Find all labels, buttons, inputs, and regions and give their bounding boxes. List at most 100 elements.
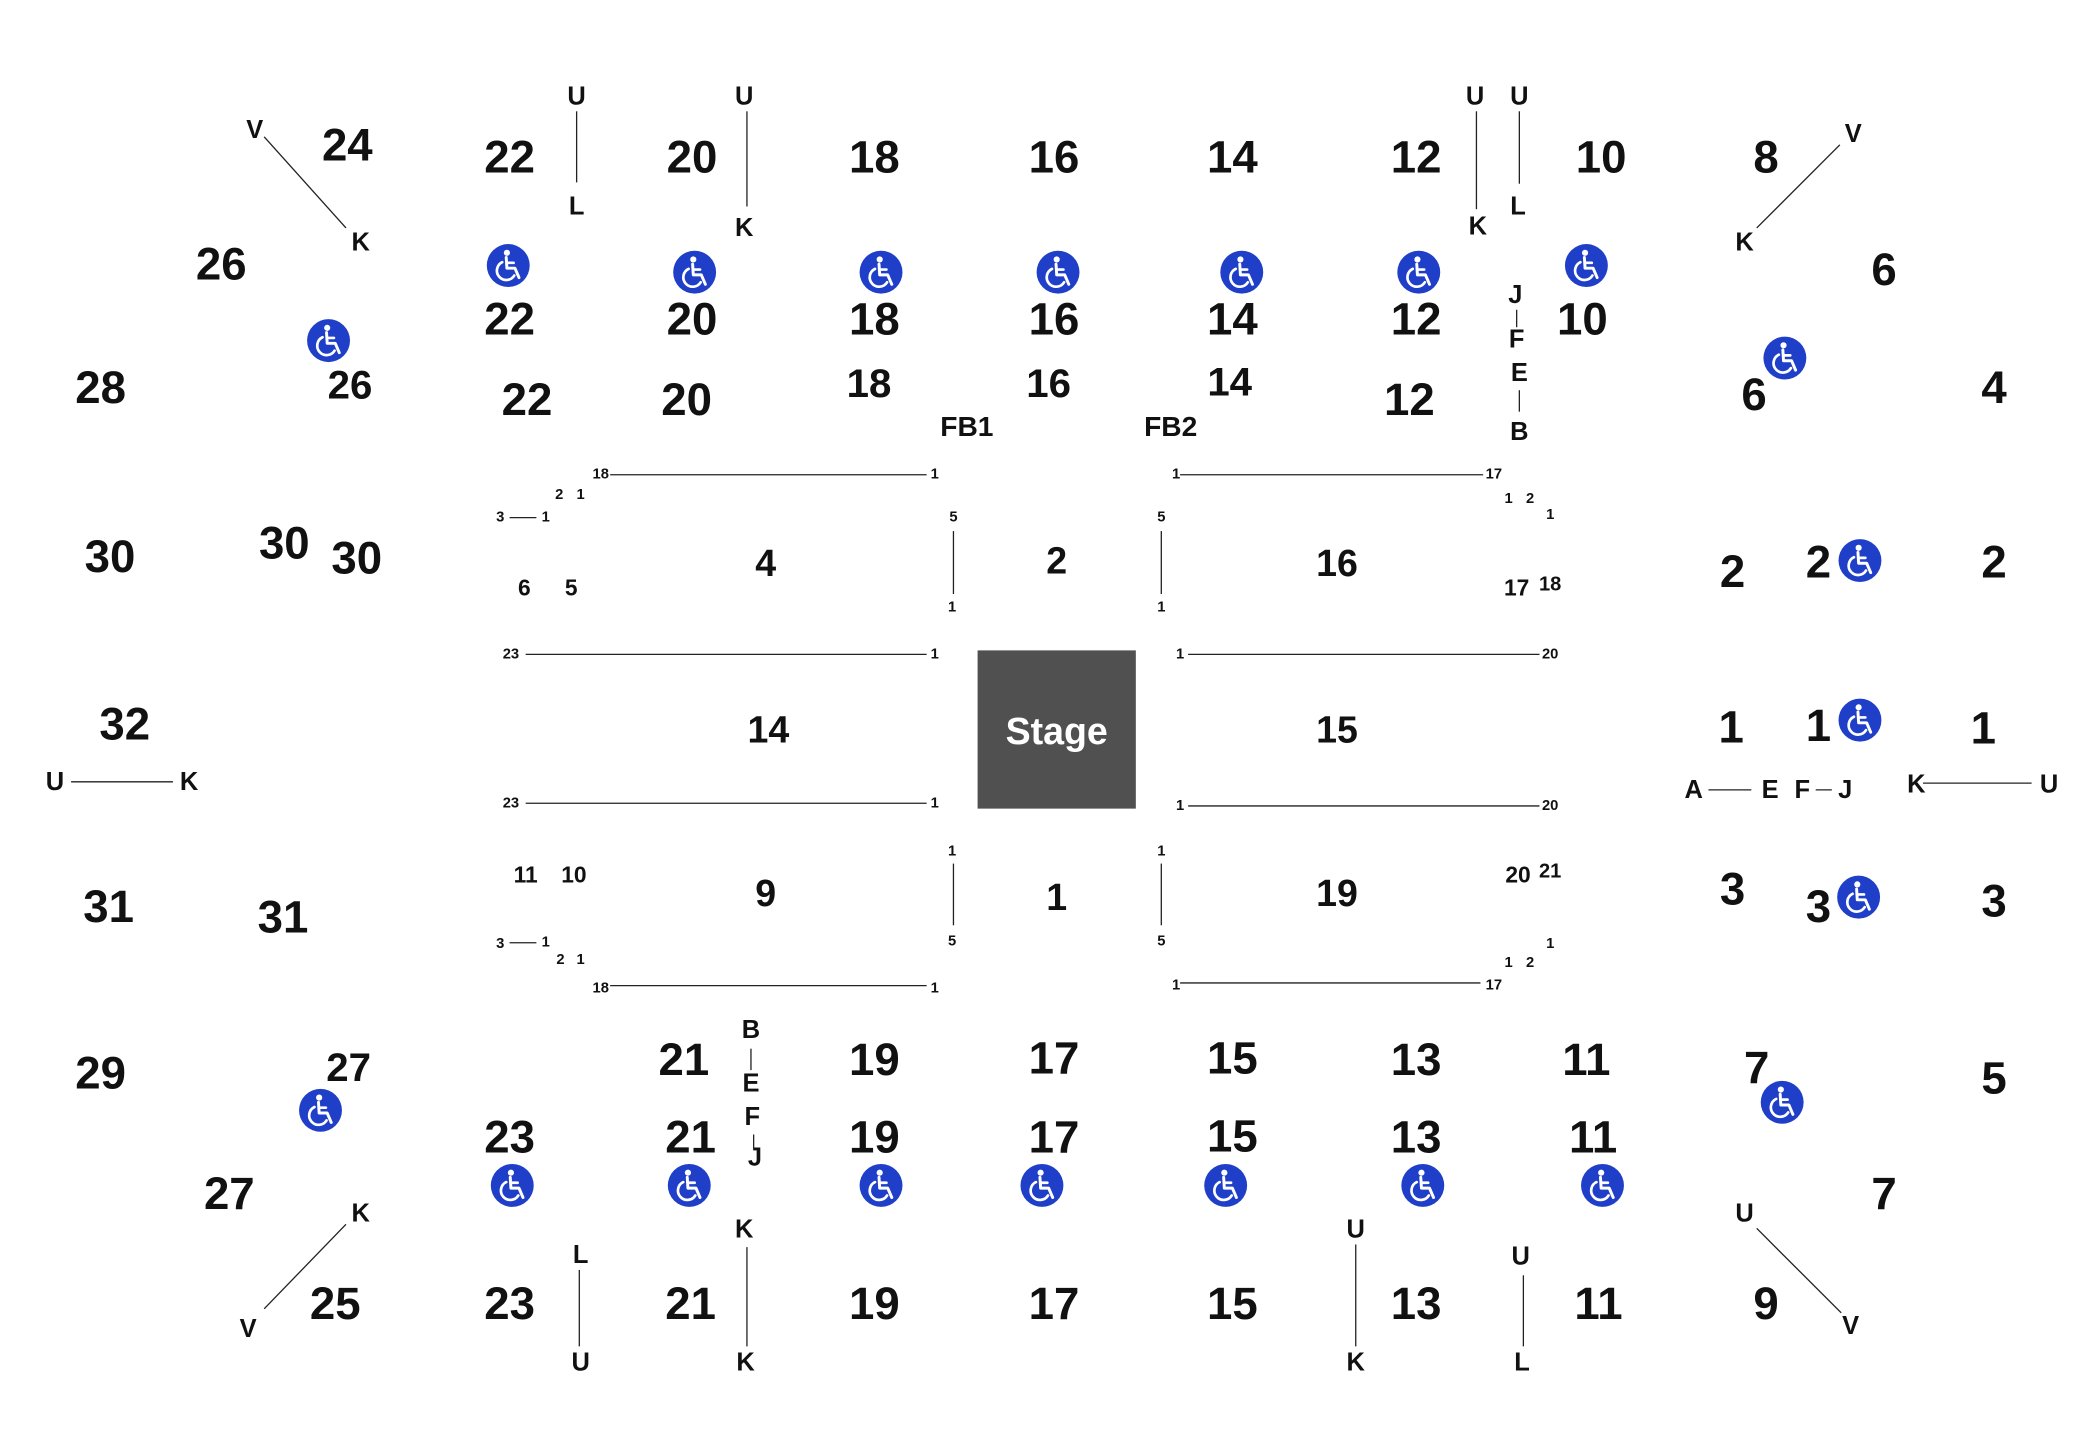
section-35[interactable]: 2 (1981, 536, 2006, 587)
section-31[interactable]: 30 (259, 518, 310, 569)
section-29[interactable]: FB2 (1144, 411, 1197, 442)
section-59[interactable]: 15 (1207, 1110, 1258, 1161)
section-46[interactable]: 27 (326, 1045, 371, 1090)
section-55[interactable]: 23 (484, 1112, 535, 1163)
section-floor-6[interactable]: 1 (1046, 876, 1067, 918)
wheelchair-icon[interactable] (1763, 336, 1807, 380)
section-61[interactable]: 11 (1569, 1112, 1617, 1163)
wheelchair-icon[interactable] (1401, 1163, 1445, 1207)
section-51[interactable]: 13 (1391, 1034, 1442, 1085)
section-37[interactable]: 1 (1719, 701, 1744, 752)
stage[interactable]: Stage (977, 650, 1136, 809)
section-62[interactable]: 27 (204, 1168, 255, 1219)
section-3[interactable]: 18 (849, 131, 900, 182)
section-56[interactable]: 21 (665, 1112, 716, 1163)
section-32[interactable]: 30 (331, 532, 382, 583)
section-4[interactable]: 16 (1029, 131, 1080, 182)
section-28[interactable]: FB1 (940, 411, 993, 442)
section-38[interactable]: 1 (1806, 700, 1831, 751)
wheelchair-icon[interactable] (1020, 1163, 1064, 1207)
section-10[interactable]: 6 (1871, 244, 1896, 295)
wheelchair-icon[interactable] (1397, 250, 1441, 294)
section-53[interactable]: 7 (1744, 1042, 1769, 1093)
section-45[interactable]: 29 (75, 1047, 126, 1098)
section-64[interactable]: 25 (310, 1278, 361, 1329)
section-12[interactable]: 20 (667, 294, 718, 345)
section-68[interactable]: 17 (1029, 1278, 1080, 1329)
wheelchair-icon[interactable] (859, 1163, 903, 1207)
section-44[interactable]: 3 (1981, 876, 2006, 927)
section-16[interactable]: 12 (1391, 294, 1442, 345)
section-58[interactable]: 17 (1029, 1112, 1080, 1163)
wheelchair-icon[interactable] (307, 319, 350, 363)
section-floor-4[interactable]: 15 (1316, 709, 1358, 751)
section-54[interactable]: 5 (1981, 1053, 2006, 1104)
section-47[interactable]: 21 (659, 1034, 710, 1085)
section-6[interactable]: 12 (1391, 131, 1442, 182)
section-67[interactable]: 19 (849, 1278, 900, 1329)
wheelchair-icon[interactable] (299, 1088, 342, 1132)
section-60[interactable]: 13 (1391, 1112, 1442, 1163)
wheelchair-icon[interactable] (1838, 698, 1882, 742)
section-25[interactable]: 12 (1384, 374, 1435, 425)
section-30[interactable]: 30 (85, 531, 136, 582)
section-9[interactable]: 26 (196, 239, 247, 290)
section-5[interactable]: 14 (1207, 131, 1258, 182)
section-18[interactable]: 28 (75, 362, 126, 413)
wheelchair-icon[interactable] (859, 250, 903, 294)
section-22[interactable]: 18 (847, 361, 892, 406)
section-33[interactable]: 2 (1720, 546, 1745, 597)
wheelchair-icon[interactable] (1036, 250, 1080, 294)
section-14[interactable]: 16 (1029, 294, 1080, 345)
section-floor-1[interactable]: 2 (1046, 540, 1067, 582)
section-27[interactable]: 4 (1981, 362, 2007, 413)
section-floor-3[interactable]: 14 (748, 709, 790, 751)
section-floor-5[interactable]: 9 (755, 872, 776, 914)
section-42[interactable]: 3 (1720, 864, 1745, 915)
wheelchair-icon[interactable] (1204, 1163, 1248, 1207)
section-19[interactable]: 26 (328, 362, 373, 407)
section-70[interactable]: 13 (1391, 1278, 1442, 1329)
section-21[interactable]: 20 (661, 374, 712, 425)
section-floor-2[interactable]: 16 (1316, 542, 1358, 584)
section-71[interactable]: 11 (1574, 1278, 1622, 1329)
section-65[interactable]: 23 (484, 1278, 535, 1329)
section-39[interactable]: 1 (1971, 703, 1996, 754)
section-49[interactable]: 17 (1029, 1033, 1080, 1084)
section-15[interactable]: 14 (1207, 294, 1258, 345)
section-57[interactable]: 19 (849, 1112, 900, 1163)
wheelchair-icon[interactable] (1837, 875, 1881, 919)
section-63[interactable]: 7 (1871, 1168, 1896, 1219)
section-43[interactable]: 3 (1806, 881, 1831, 932)
section-floor-0[interactable]: 4 (755, 542, 776, 584)
section-8[interactable]: 8 (1753, 131, 1778, 182)
section-69[interactable]: 15 (1207, 1278, 1258, 1329)
section-40[interactable]: 31 (83, 881, 134, 932)
section-72[interactable]: 9 (1753, 1278, 1778, 1329)
section-48[interactable]: 19 (849, 1034, 900, 1085)
section-2[interactable]: 20 (667, 131, 718, 182)
section-13[interactable]: 18 (849, 294, 900, 345)
section-34[interactable]: 2 (1806, 536, 1831, 587)
wheelchair-icon[interactable] (490, 1163, 534, 1207)
section-50[interactable]: 15 (1207, 1033, 1258, 1084)
wheelchair-icon[interactable] (1760, 1080, 1804, 1124)
wheelchair-icon[interactable] (486, 244, 530, 287)
section-17[interactable]: 10 (1557, 294, 1608, 345)
stage-block[interactable] (977, 650, 1136, 809)
wheelchair-icon[interactable] (1220, 250, 1264, 294)
section-7[interactable]: 10 (1576, 131, 1627, 182)
section-1[interactable]: 22 (484, 131, 535, 182)
section-floor-7[interactable]: 19 (1316, 872, 1358, 914)
wheelchair-icon[interactable] (673, 250, 717, 294)
section-0[interactable]: 24 (322, 119, 373, 170)
section-36[interactable]: 32 (99, 699, 150, 750)
section-66[interactable]: 21 (665, 1278, 716, 1329)
section-24[interactable]: 14 (1207, 360, 1252, 405)
section-20[interactable]: 22 (502, 374, 553, 425)
wheelchair-icon[interactable] (1564, 244, 1608, 287)
section-41[interactable]: 31 (258, 892, 309, 943)
section-52[interactable]: 11 (1562, 1034, 1610, 1085)
wheelchair-icon[interactable] (1581, 1163, 1624, 1207)
wheelchair-icon[interactable] (1838, 539, 1882, 582)
